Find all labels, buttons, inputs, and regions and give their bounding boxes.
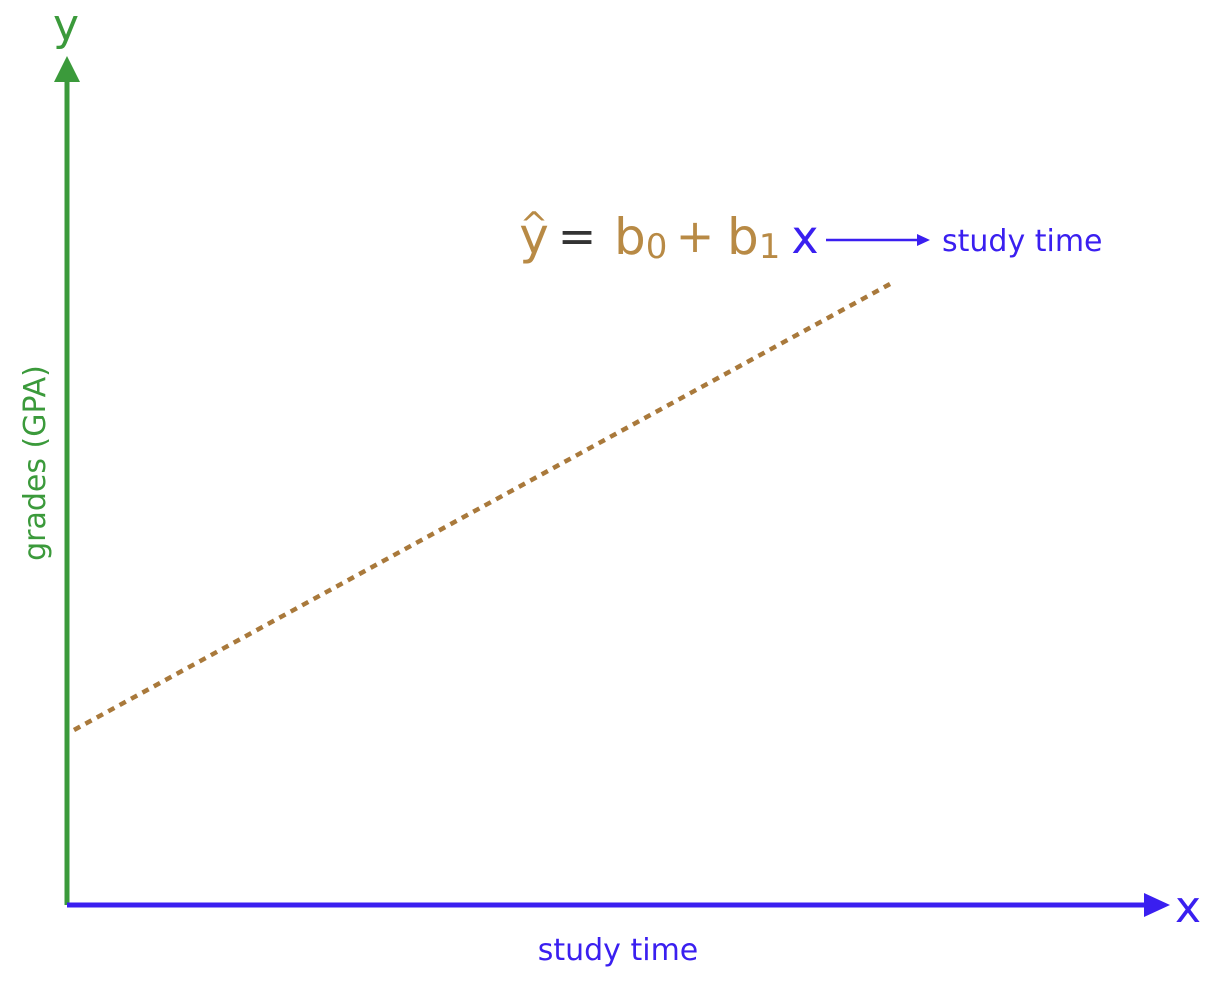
y-axis: y grades (GPA) xyxy=(18,0,80,905)
equation-x: x xyxy=(791,210,818,264)
x-axis-arrowhead xyxy=(1144,893,1170,917)
x-axis-symbol: x xyxy=(1175,882,1201,933)
y-axis-label: grades (GPA) xyxy=(18,365,53,561)
x-axis-label: study time xyxy=(538,933,699,968)
x-axis: x study time xyxy=(67,882,1201,968)
equation-equals: = xyxy=(558,209,597,263)
regression-line xyxy=(72,282,892,732)
equation-b0-subscript: 0 xyxy=(646,227,668,267)
equation-plus: + xyxy=(676,209,715,263)
equation-b0: b0 xyxy=(614,208,667,267)
regression-equation: ^ y = b0 + b1 x study time xyxy=(519,205,1102,267)
y-axis-symbol: y xyxy=(53,0,79,51)
pointer-arrowhead-icon xyxy=(917,234,930,246)
equation-y-hat: y xyxy=(519,207,549,265)
equation-b1: b1 xyxy=(727,208,780,267)
y-axis-arrowhead xyxy=(54,56,80,82)
equation-hat: ^ xyxy=(520,205,549,245)
equation-b1-subscript: 1 xyxy=(759,227,781,267)
equation-x-meaning: study time xyxy=(942,224,1103,259)
